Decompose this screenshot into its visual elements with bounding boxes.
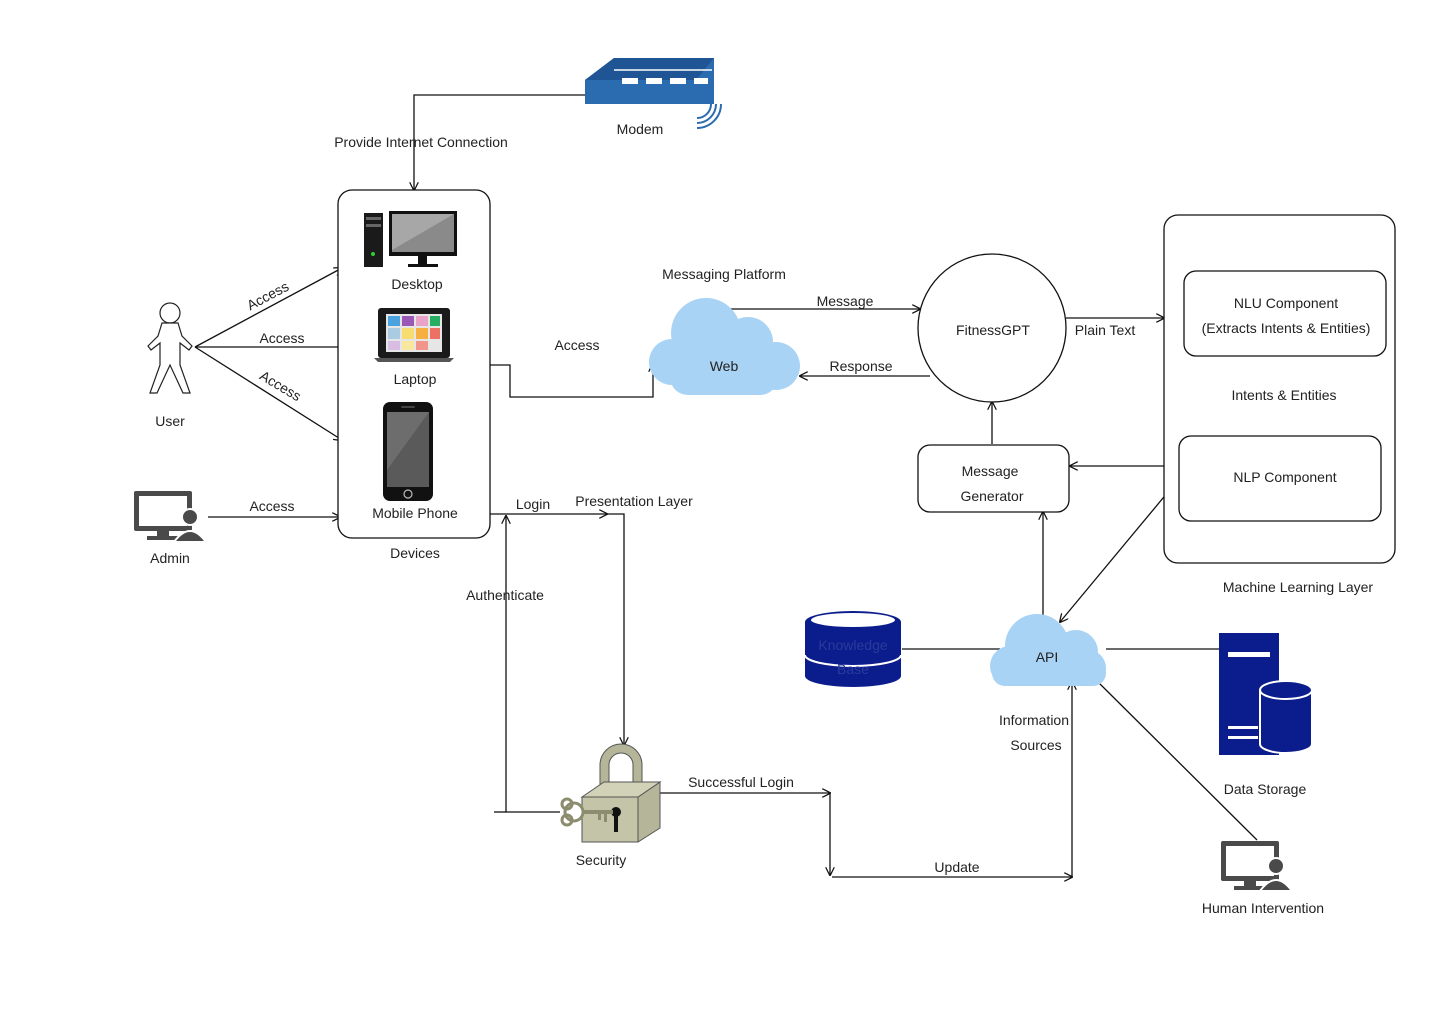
server-database-icon [1219,633,1313,755]
information-sources-label-1: Information [999,712,1069,728]
user-figure-icon [147,302,193,394]
web-label: Web [710,358,739,374]
edge-user-mobile [194,346,342,440]
successful-login-label: Successful Login [688,774,794,790]
admin-label: Admin [150,550,190,566]
plain-text-label: Plain Text [1075,322,1136,338]
edge-authenticate [506,516,560,813]
laptop-icon [374,308,454,362]
access-web-label: Access [554,337,599,353]
desktop-label: Desktop [391,276,443,292]
api-label: API [1036,649,1059,665]
nlp-component-box[interactable] [1178,435,1382,522]
login-label: Login [516,496,550,512]
nlu-label-1: NLU Component [1234,295,1338,311]
fitnessgpt-circle[interactable] [917,253,1067,403]
admin-monitor-icon [134,491,208,543]
knowledge-base-label-1: Knowledge [818,637,887,653]
intents-entities-label: Intents & Entities [1231,387,1336,403]
edge-presentation-security [607,513,624,745]
api-cloud-icon[interactable] [990,614,1106,686]
monitor-user-icon [1221,841,1294,892]
mobile-phone-icon [383,402,433,501]
nlu-label-2: (Extracts Intents & Entities) [1202,320,1371,336]
nlp-label: NLP Component [1233,469,1336,485]
ml-layer-label: Machine Learning Layer [1223,579,1374,595]
message-generator-label-2: Generator [960,488,1023,504]
security-label: Security [576,852,627,868]
presentation-layer-label: Presentation Layer [575,493,693,509]
web-cloud-icon[interactable] [649,298,800,395]
message-generator-label-1: Message [962,463,1019,479]
update-label: Update [934,859,979,875]
fitnessgpt-label: FitnessGPT [956,322,1030,338]
access-admin-label: Access [249,498,294,514]
edge-api-human [1097,681,1258,841]
messaging-platform-label: Messaging Platform [662,266,786,282]
access-mobile-label: Access [257,367,304,404]
provide-internet-label: Provide Internet Connection [334,134,508,150]
mobile-phone-label: Mobile Phone [372,505,458,521]
devices-label: Devices [390,545,440,561]
edge-devices-web [490,364,653,398]
edge-modem-devices [414,94,585,190]
nlu-component-box[interactable] [1183,270,1387,357]
database-cylinder-icon[interactable] [804,611,902,687]
edge-user-desktop [194,268,342,348]
access-laptop-label: Access [259,330,304,346]
message-generator-box[interactable] [917,444,1070,513]
devices-container [337,189,491,539]
user-label: User [155,413,185,429]
edge-nlp-api [1060,479,1179,622]
router-icon [585,58,722,129]
information-sources-label-2: Sources [1010,737,1061,753]
laptop-label: Laptop [394,371,437,387]
message-label: Message [817,293,874,309]
padlock-key-icon [560,743,662,843]
knowledge-base-label-2: Base [837,661,869,677]
human-intervention-label: Human Intervention [1202,900,1324,916]
modem-label: Modem [617,121,664,137]
desktop-computer-icon [364,211,457,267]
response-label: Response [829,358,892,374]
data-storage-label: Data Storage [1224,781,1307,797]
authenticate-label: Authenticate [466,587,544,603]
